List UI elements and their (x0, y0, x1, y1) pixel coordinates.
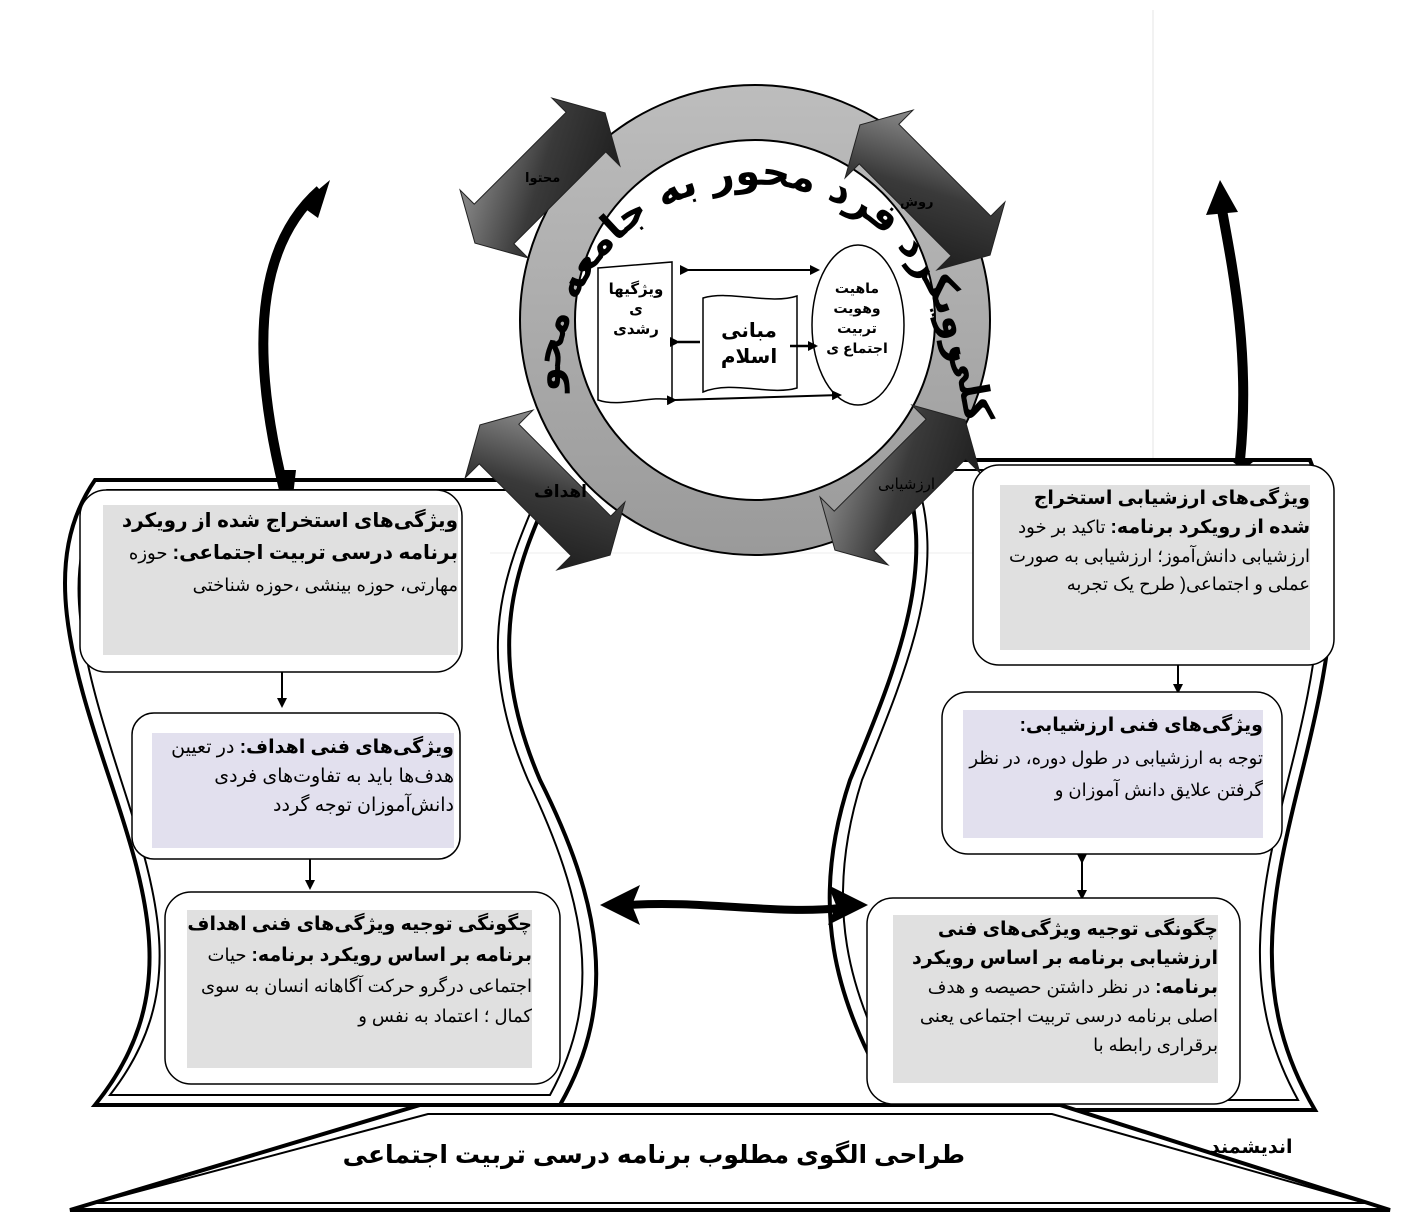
right-eval-justify-title: چگونگی توجیه ویژگی‌های فنی ارزشیابی برنا… (912, 919, 1218, 998)
base-trapezoid (69, 1103, 1391, 1212)
side-note: اندیشمند (1210, 1137, 1293, 1158)
right-vertical-arrowhead (1206, 180, 1238, 215)
left-curved-arrowhead (300, 180, 330, 218)
left-goals-justify-body: حیات اجتماعی درگرو حرکت آگاهانه انسان به… (201, 945, 532, 1026)
right-vertical-arrow (1217, 209, 1249, 461)
right-evaluation-technical-box: ویژگی‌های فنی ارزشیابی: توجه به ارزشیابی… (963, 710, 1263, 838)
goals-block-arrow (464, 409, 626, 571)
right-eval-tech-body: توجه به ارزشیابی در طول دوره، در نظر گرف… (969, 748, 1263, 800)
content-block-arrow (459, 97, 621, 259)
left-goals-justify-title: چگونگی توجیه ویژگی‌های فنی اهداف برنامه … (187, 914, 532, 966)
inner-components (597, 244, 905, 406)
left-goals-justification-box: چگونگی توجیه ویژگی‌های فنی اهداف برنامه … (187, 910, 532, 1068)
right-eval-justify-body: در نظر داشتن حصیصه و هدف اصلی برنامه درس… (919, 977, 1218, 1055)
left-curved-arrow (258, 186, 324, 507)
left-vase (63, 478, 599, 1107)
horizontal-double-arrow (629, 899, 841, 914)
left-goals-tech-title: ویژگی‌های فنی اهداف: (239, 737, 454, 758)
method-block-arrow (844, 109, 1006, 271)
left-extracted-title: ویژگی‌های استخراج شده از رویکرد برنامه د… (121, 510, 458, 564)
left-goals-technical-box: ویژگی‌های فنی اهداف: در تعیین هدف‌ها بای… (152, 733, 454, 848)
right-eval-tech-title: ویژگی‌های فنی ارزشیابی: (1019, 715, 1263, 736)
evaluation-block-arrow (819, 404, 981, 566)
evaluation-label: ارزشیابی (878, 476, 935, 493)
islam-foundations-label: مبانی اسلام (720, 320, 778, 368)
left-extracted-features-box: ویژگی‌های استخراج شده از رویکرد برنامه د… (103, 505, 458, 655)
method-label: روش (900, 194, 934, 209)
social-education-nature-label: ماهیت وهویت تربیت اجتماع ی (826, 280, 888, 356)
left-extracted-body: حوزه مهارتی، حوزه بینشی ،حوزه شناختی (128, 543, 458, 595)
right-extracted-body: تاکید بر خود ارزشیابی دانش‌آموز؛ ارزشیاب… (1008, 517, 1310, 594)
right-evaluation-extracted-box: ویژگی‌های ارزشیابی استخراج شده از رویکرد… (1000, 485, 1310, 650)
content-label: محتوا (525, 170, 561, 185)
left-goals-tech-body: در تعیین هدف‌ها باید به تفاوت‌های فردی د… (171, 737, 454, 816)
goals-label: اهداف (534, 482, 588, 501)
right-extracted-title: ویژگی‌های ارزشیابی استخراج شده از رویکرد… (1033, 488, 1310, 538)
base-title: طراحی الگوی مطلوب برنامه درسی تربیت اجتم… (342, 1141, 965, 1169)
right-evaluation-justification-box: چگونگی توجیه ویژگی‌های فنی ارزشیابی برنا… (893, 915, 1218, 1083)
growth-features-label: ویژگیها ی رشدی (608, 281, 664, 338)
